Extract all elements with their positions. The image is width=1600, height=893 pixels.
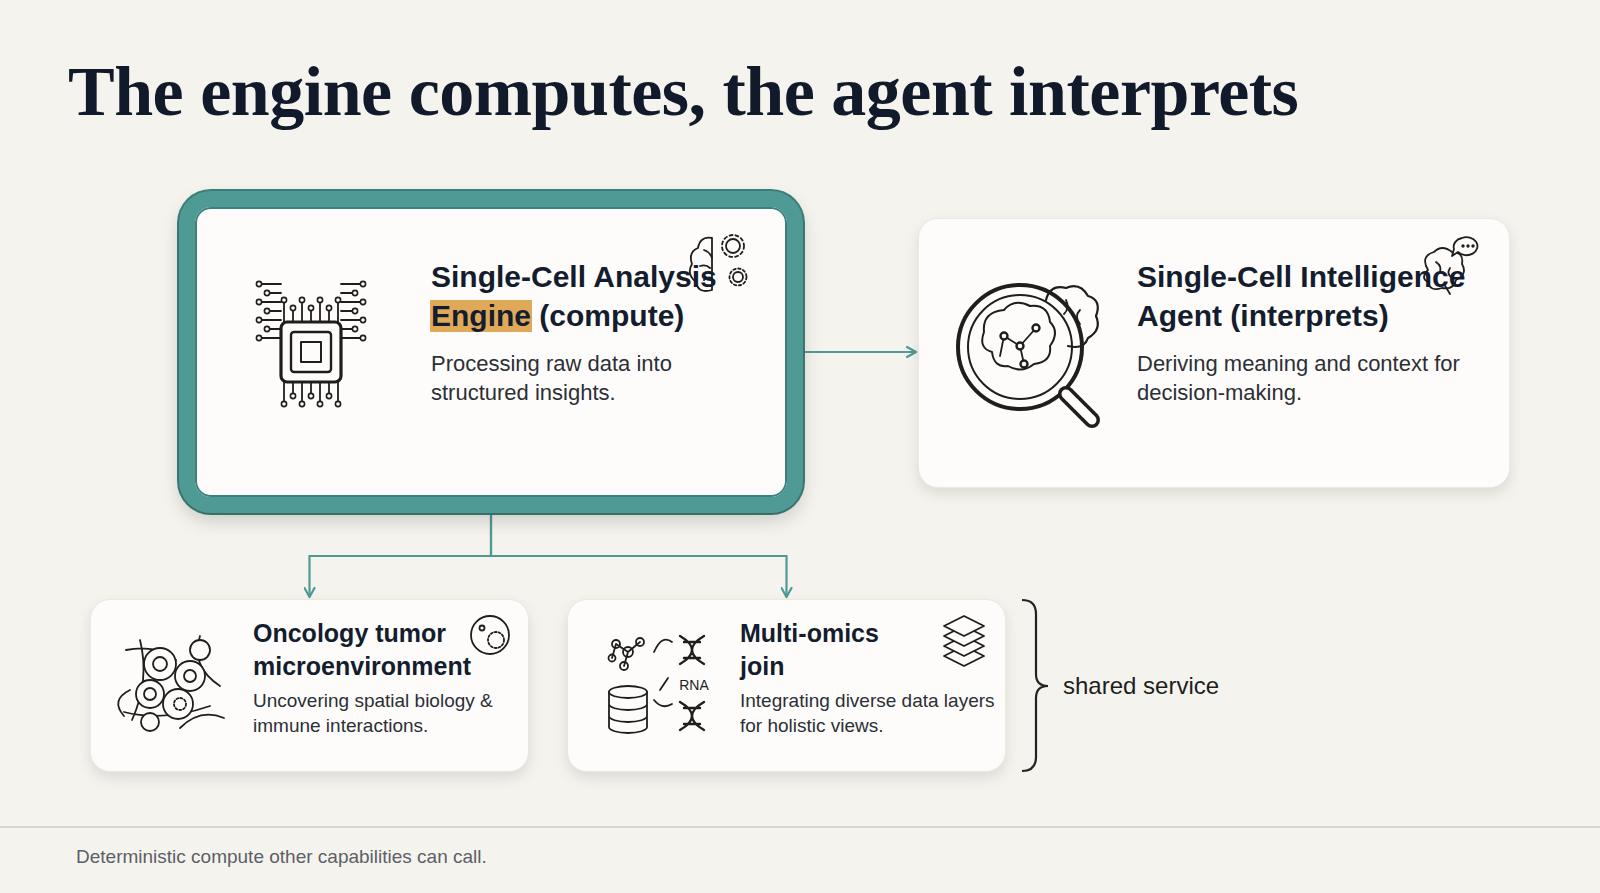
chip-pin-end bbox=[317, 297, 322, 302]
chip-pin-end bbox=[290, 393, 295, 398]
footer-rule bbox=[0, 826, 1600, 828]
connector bbox=[803, 351, 916, 353]
brain-speech-icon bbox=[1424, 237, 1477, 294]
chip-pin-end bbox=[326, 305, 331, 310]
chip-pin-end bbox=[308, 393, 313, 398]
rna-label: RNA bbox=[679, 678, 709, 692]
layers-icon bbox=[944, 616, 984, 666]
chip-pin-end bbox=[335, 401, 340, 406]
chip-pin-end bbox=[281, 297, 286, 302]
chip-pin-end bbox=[360, 281, 365, 286]
chip-icon bbox=[256, 281, 365, 406]
chip-pin bbox=[259, 301, 281, 303]
caption: Deterministic compute other capabilities… bbox=[76, 846, 487, 868]
chip-pin-end bbox=[360, 335, 365, 340]
chip-pin-end bbox=[256, 335, 261, 340]
chip-pin-end bbox=[290, 305, 295, 310]
connector bbox=[310, 513, 492, 597]
highlight bbox=[430, 300, 532, 332]
chip-pin bbox=[341, 319, 363, 321]
chip-pin bbox=[310, 308, 312, 322]
chip-pin-end bbox=[264, 290, 269, 295]
text-block: Oncology tumor microenvironmentUncoverin… bbox=[253, 617, 515, 738]
chip-pin bbox=[319, 382, 321, 404]
magnifier-icon bbox=[958, 285, 1098, 420]
node-heading: Oncology tumor microenvironment bbox=[253, 617, 508, 682]
chip-pin bbox=[259, 319, 281, 321]
tumor-box: Oncology tumor microenvironmentUncoverin… bbox=[90, 599, 529, 772]
chip-pin-end bbox=[299, 401, 304, 406]
chip-pin bbox=[259, 283, 281, 285]
chip-pin bbox=[341, 328, 355, 330]
chip-pin-end bbox=[335, 297, 340, 302]
chip-pin bbox=[328, 308, 330, 322]
connector bbox=[491, 513, 787, 597]
chip-pin bbox=[283, 382, 285, 404]
chip-pin-end bbox=[352, 308, 357, 313]
chip-pin-end bbox=[256, 317, 261, 322]
chip-pin bbox=[328, 382, 330, 396]
text-block: Single-Cell Intelligence Agent (interpre… bbox=[1137, 257, 1477, 407]
chip-pin-end bbox=[360, 299, 365, 304]
brain-gear-icon bbox=[690, 235, 747, 291]
chip-pin bbox=[267, 310, 281, 312]
chip-pin bbox=[341, 337, 363, 339]
engine-box: Single-Cell Analysis Engine (compute) Pro… bbox=[179, 191, 803, 513]
chip-pin-end bbox=[360, 317, 365, 322]
chip-pin-end bbox=[299, 297, 304, 302]
cell-icon bbox=[471, 616, 509, 654]
chip-pin-end bbox=[264, 326, 269, 331]
node-body: Deriving meaning and context for decisio… bbox=[1137, 349, 1472, 407]
chip-pin-end bbox=[308, 305, 313, 310]
agent-box: Single-Cell Intelligence Agent (interpre… bbox=[918, 218, 1510, 488]
omics-box: Multi-omics joinIntegrating diverse data… bbox=[567, 599, 1006, 772]
text-block: Multi-omics joinIntegrating diverse data… bbox=[740, 617, 1002, 738]
chip-pin bbox=[337, 382, 339, 404]
chip-pin bbox=[301, 382, 303, 404]
chip-pin bbox=[337, 300, 339, 322]
node-heading: Single-Cell Analysis Engine (compute) bbox=[431, 257, 731, 335]
chip-pin-end bbox=[317, 401, 322, 406]
chip-pin-end bbox=[264, 308, 269, 313]
node-body: Integrating diverse data layers for holi… bbox=[740, 688, 1002, 738]
chip-pin bbox=[341, 283, 363, 285]
brace bbox=[1022, 600, 1048, 771]
chip-pin bbox=[310, 382, 312, 396]
chip-pin-end bbox=[281, 401, 286, 406]
text-block: Single-Cell Analysis Engine (compute) Pro… bbox=[431, 257, 731, 407]
chip-pin-end bbox=[256, 299, 261, 304]
chip-pin-end bbox=[256, 281, 261, 286]
chip-pin bbox=[283, 300, 285, 322]
node-body: Uncovering spatial biology & immune inte… bbox=[253, 688, 515, 738]
title: The engine computes, the agent interpret… bbox=[68, 52, 1298, 132]
shared-service-label: shared service bbox=[1063, 674, 1219, 698]
chip-pin bbox=[341, 292, 355, 294]
chip-pin bbox=[301, 300, 303, 322]
chip-pin bbox=[259, 337, 281, 339]
node-heading: Single-Cell Intelligence Agent (interpre… bbox=[1137, 257, 1477, 335]
chip-pin bbox=[267, 292, 281, 294]
chip-pin bbox=[292, 382, 294, 396]
chip-pin-end bbox=[352, 290, 357, 295]
node-body: Processing raw data into structured insi… bbox=[431, 349, 731, 407]
cell-cluster-icon bbox=[118, 636, 224, 731]
chip-pin bbox=[319, 300, 321, 322]
chip-pin bbox=[267, 328, 281, 330]
chip-pin bbox=[341, 301, 363, 303]
node-heading: Multi-omics join bbox=[740, 617, 920, 682]
chip-pin bbox=[341, 310, 355, 312]
chip-pin-end bbox=[352, 326, 357, 331]
chip-pin-end bbox=[326, 393, 331, 398]
chip-pin bbox=[292, 308, 294, 322]
